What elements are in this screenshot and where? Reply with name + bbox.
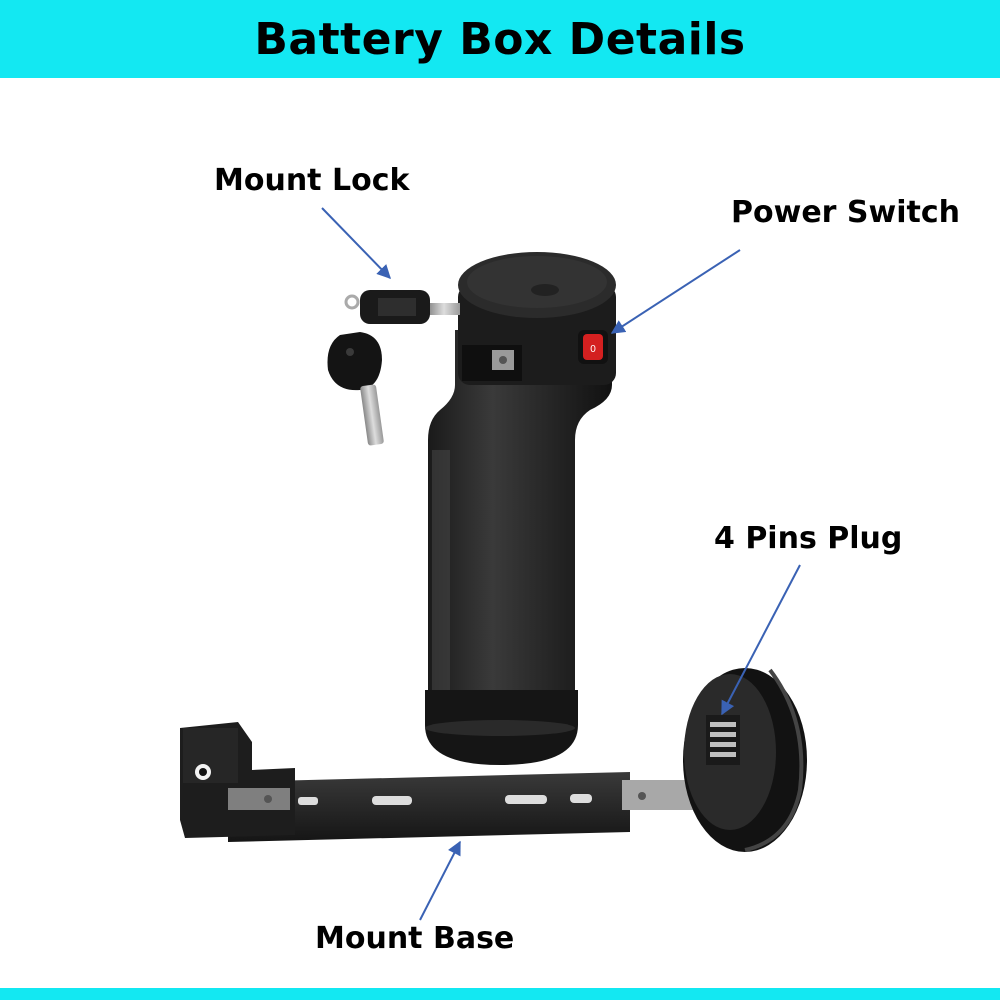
- arrow-mount-lock: [321, 207, 391, 280]
- arrow-power-switch: [610, 249, 741, 334]
- plug-socket: [683, 668, 807, 852]
- key: [327, 332, 384, 446]
- pins: [710, 722, 736, 757]
- label-mount-lock: Mount Lock: [214, 163, 410, 198]
- label-pins-plug: 4 Pins Plug: [714, 521, 903, 556]
- arrow-pins-plug: [721, 564, 801, 716]
- page-title: Battery Box Details: [254, 13, 746, 65]
- arrow-mount-base: [419, 840, 461, 921]
- battery-box: [425, 330, 612, 765]
- battery-cap: [458, 252, 616, 385]
- title-banner: Battery Box Details: [0, 0, 1000, 78]
- mount-lock: [344, 290, 460, 324]
- power-switch: 0: [578, 330, 608, 364]
- label-mount-base: Mount Base: [315, 921, 515, 956]
- svg-text:0: 0: [590, 344, 596, 355]
- label-power-switch: Power Switch: [731, 195, 960, 230]
- bottom-accent-bar: [0, 988, 1000, 1000]
